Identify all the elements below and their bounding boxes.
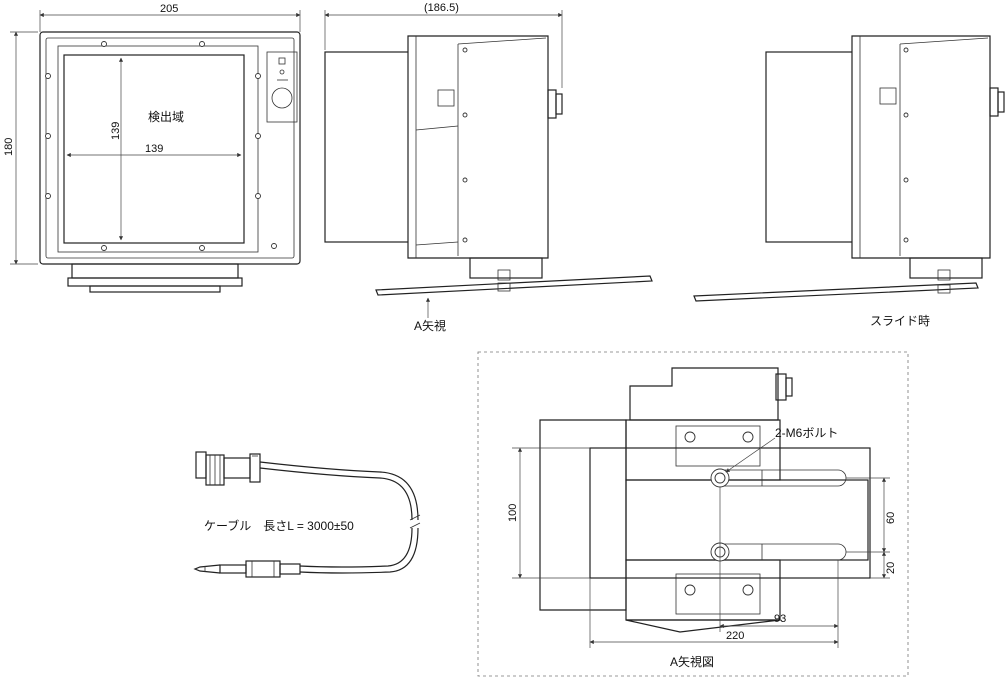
front-view: 205 180 139 139 検出域	[3, 3, 301, 293]
label-bolt: 2-M6ボルト	[775, 426, 838, 440]
dim-view-a-20: 20	[885, 562, 897, 574]
label-detection-area: 検出域	[148, 110, 184, 124]
dim-view-a-100: 100	[507, 504, 519, 522]
dim-detect-vertical: 139	[110, 122, 122, 140]
label-cable: ケーブル 長さL = 3000±50	[204, 518, 354, 533]
dim-view-a-93: 93	[774, 613, 786, 625]
label-slide-state: スライド時	[870, 314, 930, 328]
dim-front-width: 205	[160, 3, 178, 15]
label-view-a-figure: A矢視図	[670, 654, 714, 669]
dim-detect-horizontal: 139	[145, 143, 163, 155]
label-arrow-view-a: A矢視	[414, 318, 446, 333]
slide-view: スライド時	[693, 35, 1005, 328]
dim-side-depth: (186.5)	[424, 2, 459, 14]
dim-view-a-220: 220	[726, 630, 744, 642]
dim-front-height: 180	[3, 138, 15, 156]
cable-drawing: ケーブル 長さL = 3000±50	[193, 451, 421, 578]
view-a-figure: 2-M6ボルト 100 60 20 93 220 A矢視図	[477, 351, 909, 677]
side-view: (186.5) A矢視	[324, 2, 653, 333]
dim-view-a-60: 60	[885, 512, 897, 524]
